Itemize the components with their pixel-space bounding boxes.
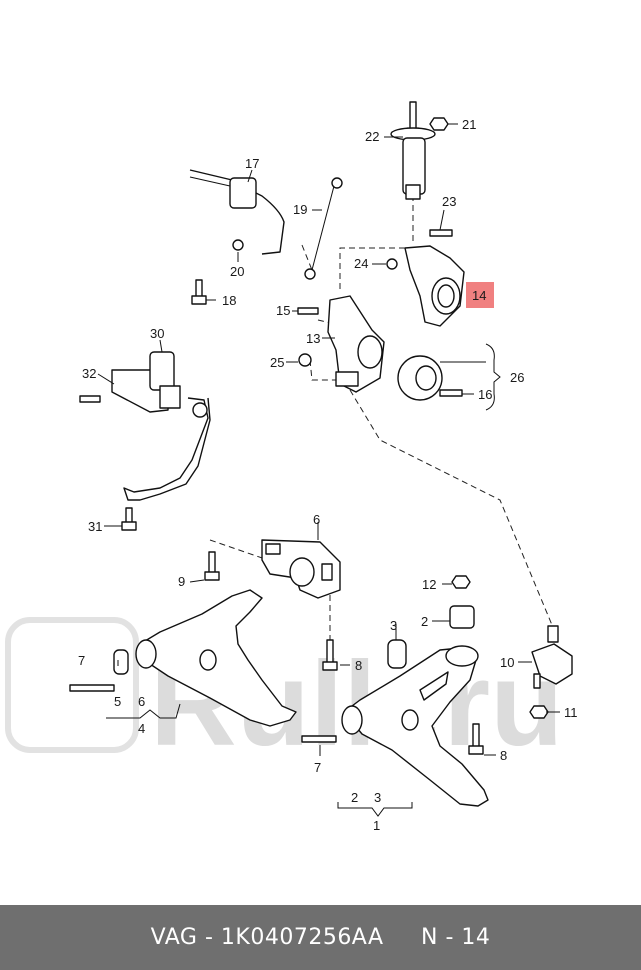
upper-bushing-mount (445, 575, 479, 667)
footer-ref: N - 14 (421, 925, 491, 950)
callout-1: 1 (373, 818, 380, 833)
footer-gap (384, 925, 421, 950)
callout-25: 25 (270, 355, 284, 370)
wheel-hub (397, 355, 463, 401)
control-arm-left (69, 589, 297, 727)
callout-32: 32 (82, 366, 96, 381)
callout-leaders (97, 123, 560, 817)
bolt-9 (204, 551, 220, 581)
callout-30: 30 (150, 326, 164, 341)
callout-13: 13 (306, 331, 320, 346)
stabilizer-bar (189, 169, 285, 255)
shock-absorber-strut (390, 101, 436, 200)
callout-24: 24 (354, 256, 368, 271)
callout-labels: 21 22 17 19 23 24 20 18 15 13 25 26 16 3… (78, 117, 578, 833)
callout-20: 20 (230, 264, 244, 279)
callout-31: 31 (88, 519, 102, 534)
wheel-bearing-housing (386, 229, 465, 327)
callout-8-right: 8 (500, 748, 507, 763)
callout-9: 9 (178, 574, 185, 589)
callout-10: 10 (500, 655, 514, 670)
footer-brand: VAG (150, 925, 198, 950)
callout-11: 11 (564, 705, 578, 720)
callout-3-lower: 3 (374, 790, 381, 805)
nut-20 (232, 239, 244, 251)
bolt-18 (191, 279, 207, 305)
callout-7-right: 7 (314, 760, 321, 775)
callout-6-lower: 6 (138, 694, 145, 709)
callout-6-top: 6 (313, 512, 320, 527)
callout-18: 18 (222, 293, 236, 308)
callout-17: 17 (245, 156, 259, 171)
bolt-8-right (468, 723, 484, 755)
callout-15: 15 (276, 303, 290, 318)
stabilizer-link (304, 177, 343, 280)
rear-bushing-mount (261, 539, 341, 599)
dashed-leaders (209, 195, 553, 640)
callout-8-left: 8 (355, 658, 362, 673)
callout-2-upper: 2 (421, 614, 428, 629)
level-sensor (79, 351, 211, 531)
strut-nut (429, 117, 449, 131)
highlight-label: 14 (472, 288, 486, 303)
callout-19: 19 (293, 202, 307, 217)
callout-4: 4 (138, 721, 145, 736)
steering-knuckle (297, 295, 385, 393)
callout-22: 22 (365, 129, 379, 144)
callout-3-upper: 3 (390, 618, 397, 633)
highlight-box-14: 14 (466, 282, 494, 308)
callout-26: 26 (510, 370, 524, 385)
callout-23: 23 (442, 194, 456, 209)
footer-bar: VAG - 1K0407256AA N - 14 (0, 905, 641, 970)
callout-12: 12 (422, 577, 436, 592)
bolt-8-left (322, 639, 338, 671)
ball-joint (529, 625, 573, 719)
footer-separator: - (197, 925, 221, 950)
control-arm-right (301, 639, 489, 807)
callout-7-left: 7 (78, 653, 85, 668)
callout-16: 16 (478, 387, 492, 402)
footer-part-number: 1K0407256AA (220, 925, 384, 950)
callout-2-lower: 2 (351, 790, 358, 805)
exploded-parts-diagram: Rulk.ru (5, 101, 578, 833)
callout-5: 5 (114, 694, 121, 709)
callout-21: 21 (462, 117, 476, 132)
